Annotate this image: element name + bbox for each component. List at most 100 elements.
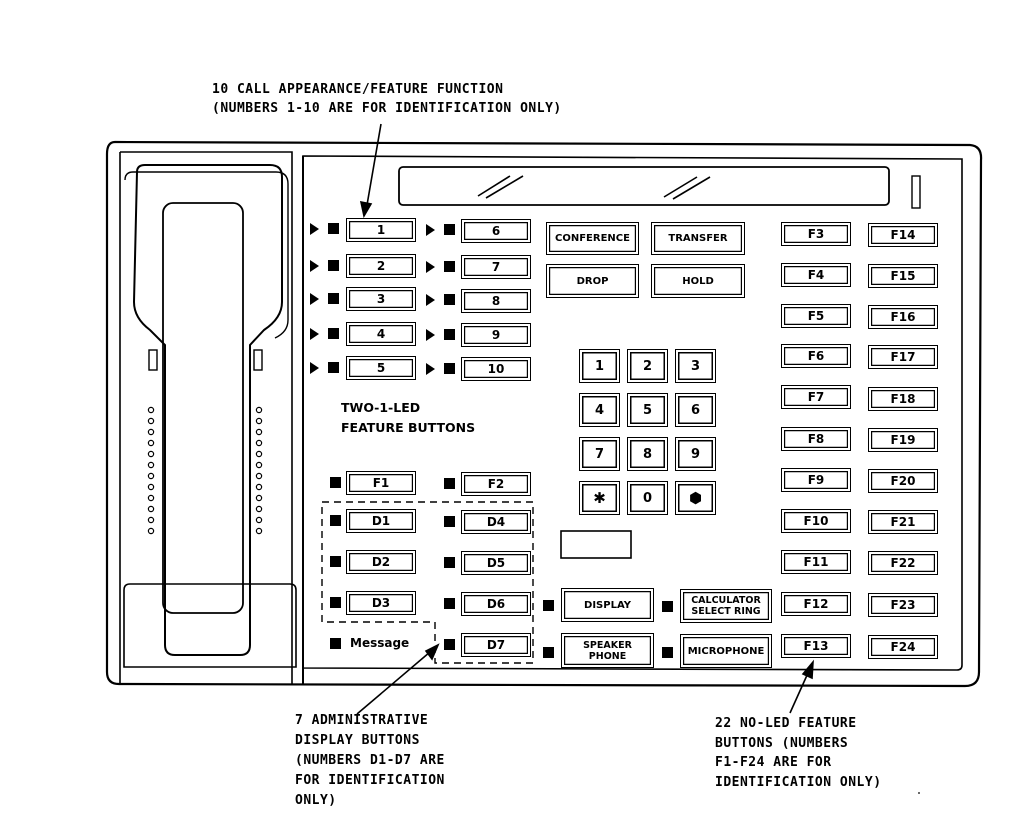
led-arrow-icon xyxy=(310,328,319,340)
callout-line: ONLY) xyxy=(295,793,337,808)
calculator-select-ring-button[interactable]: CALCULATOR SELECT RING xyxy=(680,589,772,623)
call-appearance-button-4[interactable]: 4 xyxy=(346,322,416,346)
display-button-d1[interactable]: D1 xyxy=(346,509,416,533)
callout-line: DISPLAY BUTTONS xyxy=(295,733,420,748)
led-indicator xyxy=(330,556,341,567)
feature-button-f3[interactable]: F3 xyxy=(781,222,851,246)
dialpad-key-4[interactable]: 4 xyxy=(579,393,620,427)
feature-button-f6[interactable]: F6 xyxy=(781,344,851,368)
led-indicator xyxy=(330,515,341,526)
feature-button-f11[interactable]: F11 xyxy=(781,550,851,574)
led-indicator xyxy=(543,647,554,658)
feature-button-f12[interactable]: F12 xyxy=(781,592,851,616)
feature-button-f15[interactable]: F15 xyxy=(868,264,938,288)
dialpad-key-5[interactable]: 5 xyxy=(627,393,668,427)
callout-line: (NUMBERS D1-D7 ARE xyxy=(295,753,445,768)
call-appearance-button-10[interactable]: 10 xyxy=(461,357,531,381)
call-appearance-button-5[interactable]: 5 xyxy=(346,356,416,380)
dialpad-key-6[interactable]: 6 xyxy=(675,393,716,427)
button-label-line: CALCULATOR xyxy=(691,595,761,606)
dialpad-key-3[interactable]: 3 xyxy=(675,349,716,383)
speaker-grille-right xyxy=(255,406,263,535)
feature-button-f4[interactable]: F4 xyxy=(781,263,851,287)
display-window xyxy=(398,166,890,206)
feature-button-f24[interactable]: F24 xyxy=(868,635,938,659)
feature-button-f21[interactable]: F21 xyxy=(868,510,938,534)
led-arrow-icon xyxy=(310,260,319,272)
admin-display-callout: 7 ADMINISTRATIVE DISPLAY BUTTONS (NUMBER… xyxy=(295,711,445,811)
dialpad-key-star[interactable]: ✱ xyxy=(579,481,620,515)
led-indicator xyxy=(330,477,341,488)
led-indicator xyxy=(662,647,673,658)
conference-button[interactable]: CONFERENCE xyxy=(546,222,639,255)
call-appearance-button-1[interactable]: 1 xyxy=(346,218,416,242)
label-line: FEATURE BUTTONS xyxy=(341,420,476,435)
feature-button-f8[interactable]: F8 xyxy=(781,427,851,451)
led-indicator xyxy=(444,516,455,527)
feature-button-f19[interactable]: F19 xyxy=(868,428,938,452)
led-indicator xyxy=(662,601,673,612)
feature-button-f2[interactable]: F2 xyxy=(461,472,531,496)
callout-line: BUTTONS (NUMBERS xyxy=(715,735,849,751)
display-button-d5[interactable]: D5 xyxy=(461,551,531,575)
call-appearance-button-3[interactable]: 3 xyxy=(346,287,416,311)
dialpad-key-8[interactable]: 8 xyxy=(627,437,668,471)
feature-button-f13[interactable]: F13 xyxy=(781,634,851,658)
callout-line: F1-F24 ARE FOR xyxy=(715,755,832,770)
feature-button-f1[interactable]: F1 xyxy=(346,471,416,495)
led-arrow-icon xyxy=(310,362,319,374)
dialpad-key-2[interactable]: 2 xyxy=(627,349,668,383)
transfer-button[interactable]: TRANSFER xyxy=(651,222,745,255)
call-appearance-button-6[interactable]: 6 xyxy=(461,219,531,243)
display-button-d3[interactable]: D3 xyxy=(346,591,416,615)
admin-display-group-outline xyxy=(321,501,534,664)
phone-base-outline xyxy=(105,140,983,688)
hold-button[interactable]: HOLD xyxy=(651,264,745,298)
dialpad-key-pound[interactable]: ⬢ xyxy=(675,481,716,515)
feature-button-f18[interactable]: F18 xyxy=(868,387,938,411)
display-mode-button[interactable]: DISPLAY xyxy=(561,588,654,622)
no-led-feature-callout: 22 NO-LED FEATURE BUTTONS (NUMBERS F1-F2… xyxy=(715,714,882,792)
feature-button-f10[interactable]: F10 xyxy=(781,509,851,533)
dialpad-key-1[interactable]: 1 xyxy=(579,349,620,383)
call-appearance-button-8[interactable]: 8 xyxy=(461,289,531,313)
feature-button-f14[interactable]: F14 xyxy=(868,223,938,247)
led-indicator xyxy=(444,224,455,235)
call-appearance-button-7[interactable]: 7 xyxy=(461,255,531,279)
feature-button-f22[interactable]: F22 xyxy=(868,551,938,575)
led-arrow-icon xyxy=(426,261,435,273)
led-indicator xyxy=(444,329,455,340)
microphone-button[interactable]: MICROPHONE xyxy=(680,634,772,668)
feature-button-f5[interactable]: F5 xyxy=(781,304,851,328)
callout-line: IDENTIFICATION ONLY) xyxy=(715,774,882,790)
led-indicator xyxy=(328,293,339,304)
feature-button-f9[interactable]: F9 xyxy=(781,468,851,492)
callout-line: (NUMBERS 1-10 ARE FOR IDENTIFICATION ONL… xyxy=(212,101,562,116)
feature-button-f7[interactable]: F7 xyxy=(781,385,851,409)
display-button-d7[interactable]: D7 xyxy=(461,633,531,657)
handset-cradle xyxy=(119,151,293,684)
feature-button-f20[interactable]: F20 xyxy=(868,469,938,493)
led-indicator xyxy=(444,557,455,568)
led-arrow-icon xyxy=(426,363,435,375)
display-button-d6[interactable]: D6 xyxy=(461,592,531,616)
feature-button-f17[interactable]: F17 xyxy=(868,345,938,369)
display-button-d4[interactable]: D4 xyxy=(461,510,531,534)
speakerphone-button[interactable]: SPEAKER PHONE xyxy=(561,633,654,668)
feature-button-f16[interactable]: F16 xyxy=(868,305,938,329)
led-indicator xyxy=(328,328,339,339)
feature-button-f23[interactable]: F23 xyxy=(868,593,938,617)
speaker-grille-left xyxy=(147,406,155,535)
button-label-line: SPEAKER xyxy=(583,639,632,651)
dialpad-key-9[interactable]: 9 xyxy=(675,437,716,471)
callout-line: FOR IDENTIFICATION xyxy=(295,773,445,788)
display-button-d2[interactable]: D2 xyxy=(346,550,416,574)
dialpad-key-0[interactable]: 0 xyxy=(627,481,668,515)
drop-button[interactable]: DROP xyxy=(546,264,639,298)
call-appearance-button-2[interactable]: 2 xyxy=(346,254,416,278)
led-arrow-icon xyxy=(310,223,319,235)
call-appearance-button-9[interactable]: 9 xyxy=(461,323,531,347)
handset xyxy=(132,164,283,656)
dialpad-key-7[interactable]: 7 xyxy=(579,437,620,471)
